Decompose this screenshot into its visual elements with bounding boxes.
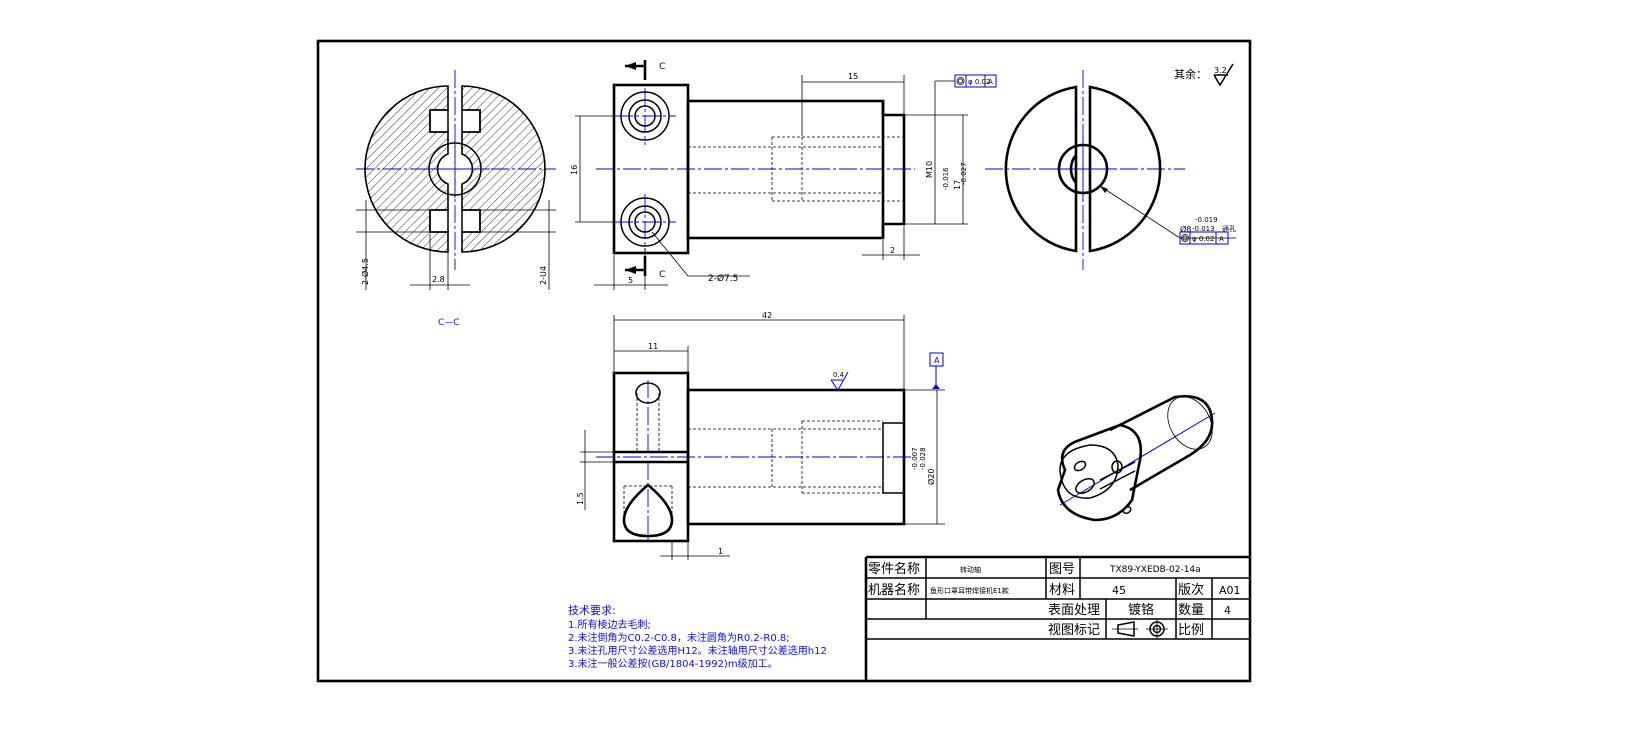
surface-value: 镀铬 [1128,602,1154,618]
dim-d8-note: 通孔 [1222,224,1236,233]
dim-d20-tol-lower: -0.028 [919,447,927,470]
revision-value: A01 [1219,584,1241,597]
tol-datum-top: A [988,78,993,86]
tech-item-1: 1.所有棱边去毛刺; [568,618,651,631]
scale-label: 比例 [1178,623,1204,638]
dim-d8-tol-lower: -0.013 [1192,225,1215,233]
tech-item-4: 3.未注一般公差按(GB/1804-1992)m级加工。 [568,657,778,670]
revision-label: 版次 [1178,582,1204,598]
dim-2-u4: 2-U4 [539,266,548,285]
dim-2: 2 [890,246,895,255]
part-name-value: 转动轴 [960,565,981,574]
dim-d8: Ø8 [1180,224,1191,234]
dim-15: 15 [848,72,858,81]
dim-d20: Ø20 [926,469,936,485]
tol-runout-right: φ 0.02 [1192,235,1214,243]
cut-mark-top: C [659,62,665,72]
dim-17-tol-lower: -0.027 [960,162,968,185]
dim-1-5: 1.5 [576,492,585,505]
dim-d20-tol-upper: -0.007 [911,447,919,470]
dim-5: 5 [628,276,633,285]
drawing-no-value: TX89-YXEDB-02-14a [1109,565,1201,575]
cut-mark-bottom: C [659,270,665,280]
dim-d8-tol-upper: -0.019 [1195,216,1218,224]
roughness-other-value: 3.2 [1214,66,1227,75]
dim-17-tol-upper: -0.016 [942,167,950,190]
dim-2-8: 2.8 [432,275,445,284]
top-view: C C 15 16 M10 -0.016 17 -0.027 φ 0.02 A [570,60,997,290]
sheet-border [316,39,1252,683]
drawing-no-label: 图号 [1049,562,1075,577]
tech-requirements: 技术要求: 1.所有棱边去毛刺; 2.未注倒角为C0.2-C0.8，未注圆角为R… [568,604,827,670]
roughness-symbol-icon [1213,63,1234,87]
section-label: C—C [438,318,460,328]
material-label: 材料 [1049,583,1075,598]
tech-heading: 技术要求: [568,604,616,617]
dim-holes: 2-Ø7.5 [708,273,738,284]
material-value: 45 [1112,584,1126,597]
quantity-label: 数量 [1178,603,1204,618]
tol-datum-right: A [1219,235,1224,243]
title-block: 零件名称 转动轴 图号 TX89-YXEDB-02-14a 机器名称 鱼形口罩耳… [864,555,1250,681]
view-mark-label: 视图标记 [1048,623,1100,638]
datum-a: A [934,356,940,365]
quantity-value: 4 [1224,604,1231,617]
machine-name-value: 鱼形口罩耳带焊接机E1款 [930,586,1009,595]
front-view: 42 11 0.4 A Ø20 -0.007 -0.028 1.5 1 [576,311,945,560]
dim-17: 17 [953,180,962,190]
tech-item-3: 3.未注孔用尺寸公差选用H12。未注轴用尺寸公差选用h12 [568,644,827,657]
section-view-cc: 2-Ø4.5 2-U4 2.8 C—C [356,70,556,328]
tol-runout-top: φ 0.02 [968,78,990,86]
end-view: -0.019 Ø8 -0.013 通孔 φ 0.02 A 其余： 3.2 [985,63,1236,270]
dim-16: 16 [570,165,579,175]
dim-m10: M10 [925,161,934,178]
dim-42: 42 [762,311,772,320]
dim-1: 1 [718,547,723,556]
isometric-view [1056,394,1216,522]
machine-name-label: 机器名称 [868,582,920,598]
dim-11: 11 [648,342,658,351]
projection-symbol-icon [1112,619,1168,639]
surface-label: 表面处理 [1048,603,1100,618]
tech-item-2: 2.未注倒角为C0.2-C0.8，未注圆角为R0.2-R0.8; [568,631,790,644]
dim-2-phi4-5: 2-Ø4.5 [360,258,370,285]
roughness-other-label: 其余： [1174,67,1207,81]
part-name-label: 零件名称 [868,561,920,577]
roughness-front: 0.4 [833,371,845,379]
